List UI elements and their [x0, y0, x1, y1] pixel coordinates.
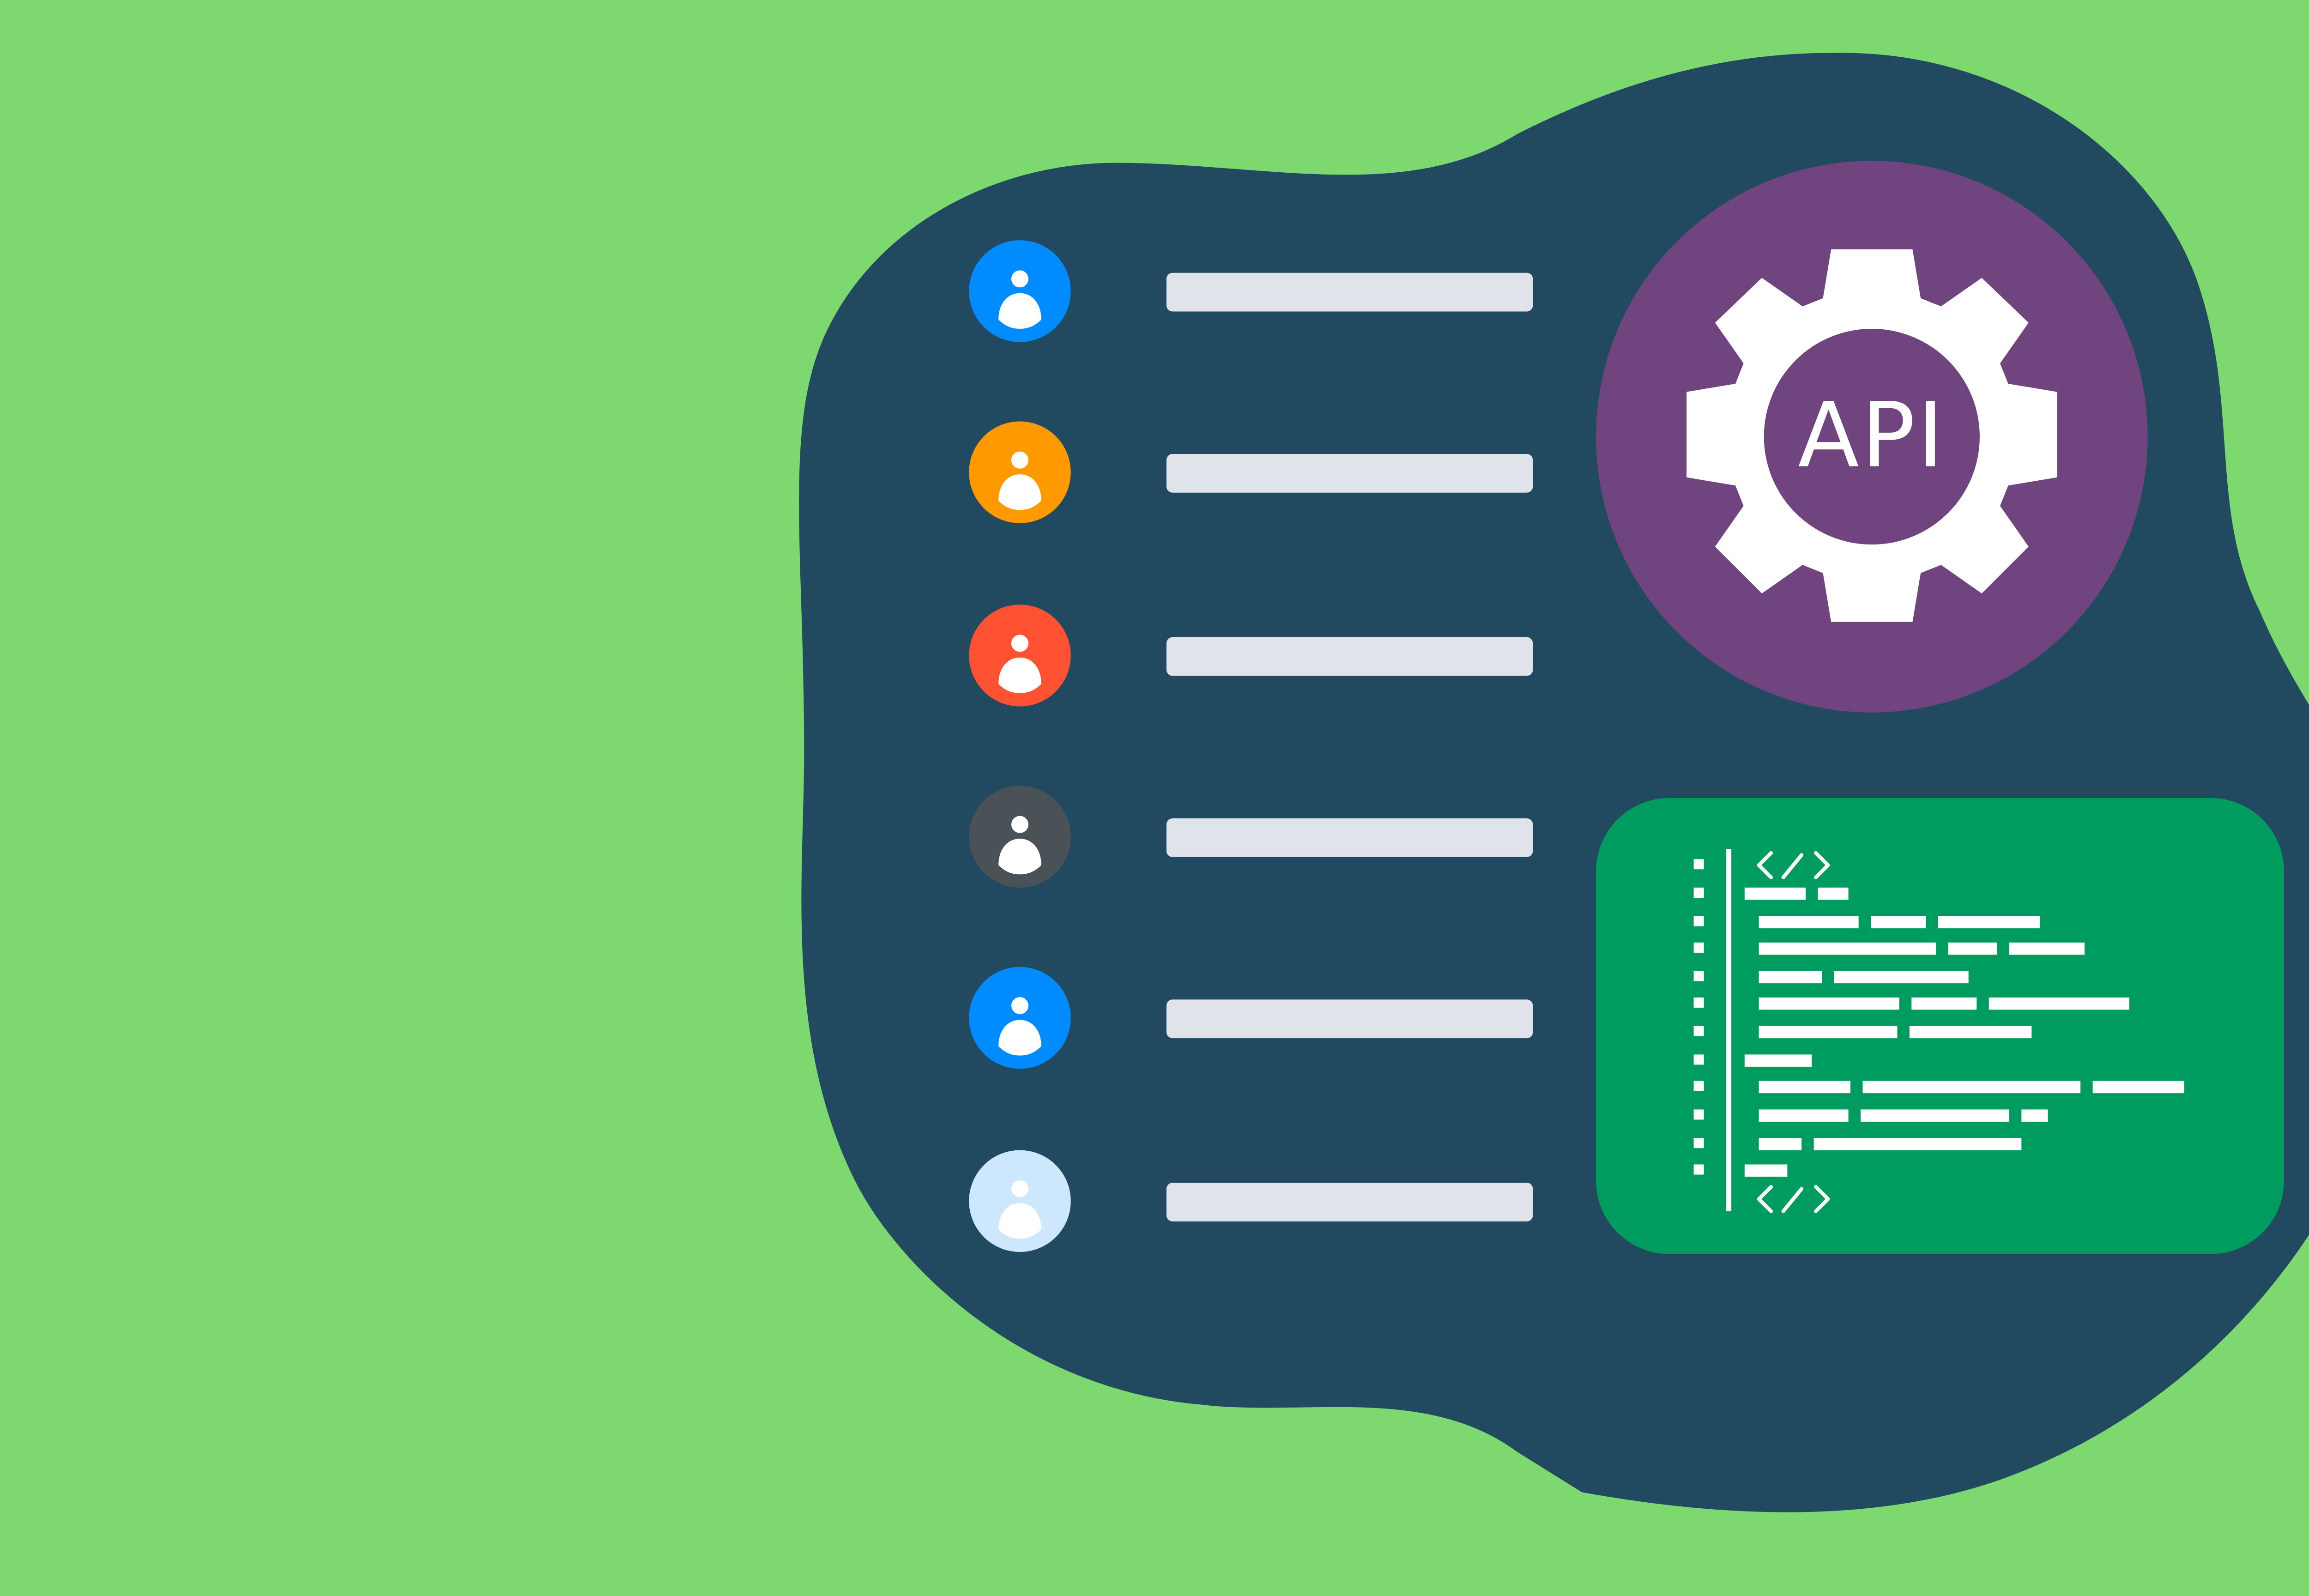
- user-name-placeholder-bar: [1166, 1183, 1533, 1221]
- code-tag-icon-top: [1757, 851, 1830, 879]
- avatar-2: [969, 421, 1071, 523]
- user-icon: [998, 816, 1041, 875]
- user-icon: [998, 1180, 1041, 1239]
- avatar-1: [969, 240, 1071, 342]
- api-badge: API: [1596, 161, 2148, 713]
- user-name-placeholder-bar: [1166, 818, 1533, 857]
- user-name-placeholder-bar: [1166, 272, 1533, 312]
- user-icon: [998, 451, 1041, 510]
- user-name-placeholder-bar: [1166, 637, 1533, 676]
- gear-icon: [1686, 249, 2057, 622]
- user-icon: [998, 270, 1041, 329]
- code-tag-icon-bottom: [1757, 1185, 1830, 1213]
- user-icon: [998, 997, 1041, 1056]
- avatar-6: [969, 1150, 1071, 1252]
- code-panel: [1596, 798, 2284, 1254]
- api-label: API: [1798, 385, 1946, 489]
- avatar-3: [969, 605, 1071, 707]
- user-name-placeholder-bar: [1166, 999, 1533, 1039]
- avatar-4: [969, 786, 1071, 888]
- code-lines: [1693, 849, 2184, 1213]
- user-name-placeholder-bar: [1166, 454, 1533, 493]
- avatar-5: [969, 967, 1071, 1069]
- user-icon: [998, 635, 1041, 693]
